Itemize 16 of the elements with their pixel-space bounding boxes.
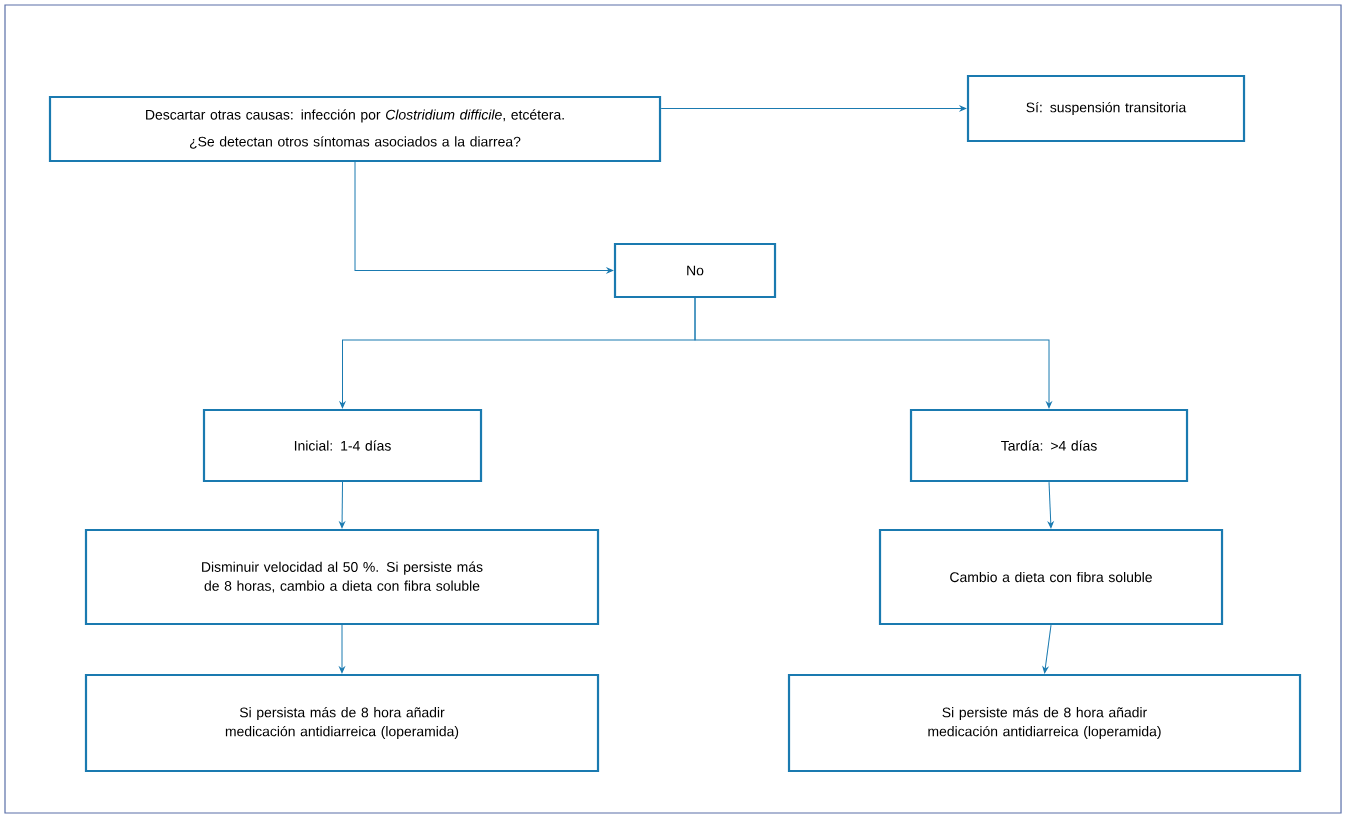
arrow [354, 161, 614, 274]
process-box: Si persiste más de 8 hora añadir medicación antidiarreica (loperamida) [787, 673, 1302, 773]
arrow [660, 105, 967, 112]
process-box: Sí: suspensión transitoria [966, 74, 1246, 143]
process-box: No [613, 242, 777, 299]
process-box: Cambio a dieta con fibra soluble [878, 528, 1224, 626]
process-box: Inicial: 1-4 días [202, 408, 483, 483]
arrow [1042, 624, 1052, 674]
arrow [694, 297, 1052, 409]
process-box: Si persista más de 8 hora añadir medicación antidiarreica (loperamida) [84, 673, 600, 773]
process-box: Disminuir velocidad al 50 %. Si persiste más de 8 horas, cambio a dieta con fibra soluble [84, 528, 600, 626]
process-box: Descartar otras causas: infección por Clostridium difficile, etcétera. ¿Se detectan otros síntomas asociados a la diarrea? [48, 95, 662, 163]
process-box: Tardía: >4 días [909, 408, 1189, 483]
arrow [1047, 481, 1054, 529]
arrow [339, 624, 345, 674]
arrow [339, 481, 345, 529]
